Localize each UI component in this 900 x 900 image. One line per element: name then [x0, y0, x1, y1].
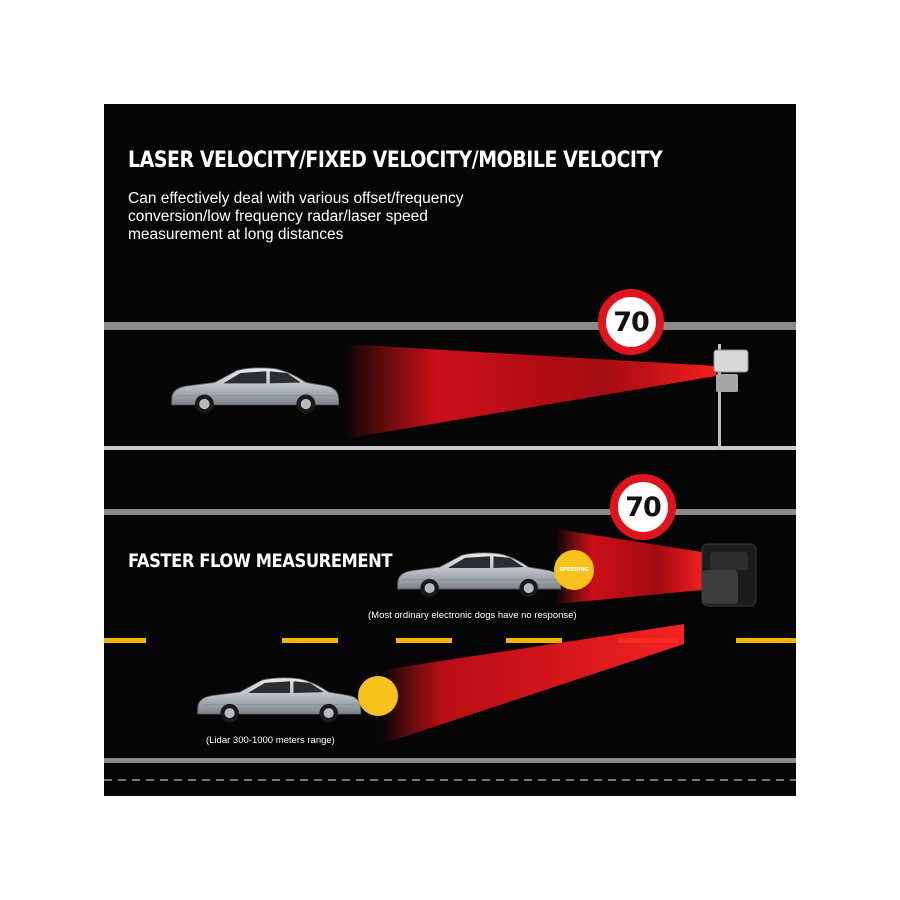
car-icon: [397, 552, 562, 598]
lidar-caption: (Lidar 300-1000 meters range): [206, 735, 335, 746]
road-edge-line: [104, 758, 796, 763]
car-icon: [171, 367, 339, 414]
car-icon: [197, 677, 362, 723]
road-divider-line: [104, 446, 796, 450]
speed-limit-value: 70: [613, 306, 650, 338]
speed-limit-sign-icon: 70: [610, 474, 676, 540]
detector-caption: (Most ordinary electronic dogs have no r…: [368, 610, 577, 621]
lidar-beam-lower: [382, 624, 684, 744]
radar-detector-icon: [701, 543, 757, 607]
laser-beam: [344, 344, 716, 439]
road-edge-line: [104, 322, 796, 330]
speeding-badge: SPEEDING: [554, 550, 594, 590]
road-edge-line: [104, 509, 796, 515]
section-heading: FASTER FLOW MEASUREMENT: [128, 550, 393, 572]
speed-limit-sign-icon: 70: [598, 289, 664, 355]
page-description: Can effectively deal with various offset…: [128, 190, 464, 243]
speed-camera-icon: [713, 344, 749, 450]
radar-beam-upper: [556, 529, 702, 604]
lidar-badge: [358, 676, 398, 716]
page-title: LASER VELOCITY/FIXED VELOCITY/MOBILE VEL…: [128, 148, 663, 173]
speed-limit-value: 70: [625, 491, 662, 523]
scene-artwork: [104, 322, 796, 781]
infographic-panel: LASER VELOCITY/FIXED VELOCITY/MOBILE VEL…: [104, 104, 796, 796]
lane-dashes: [104, 638, 796, 643]
speeding-badge-label: SPEEDING: [559, 567, 589, 573]
